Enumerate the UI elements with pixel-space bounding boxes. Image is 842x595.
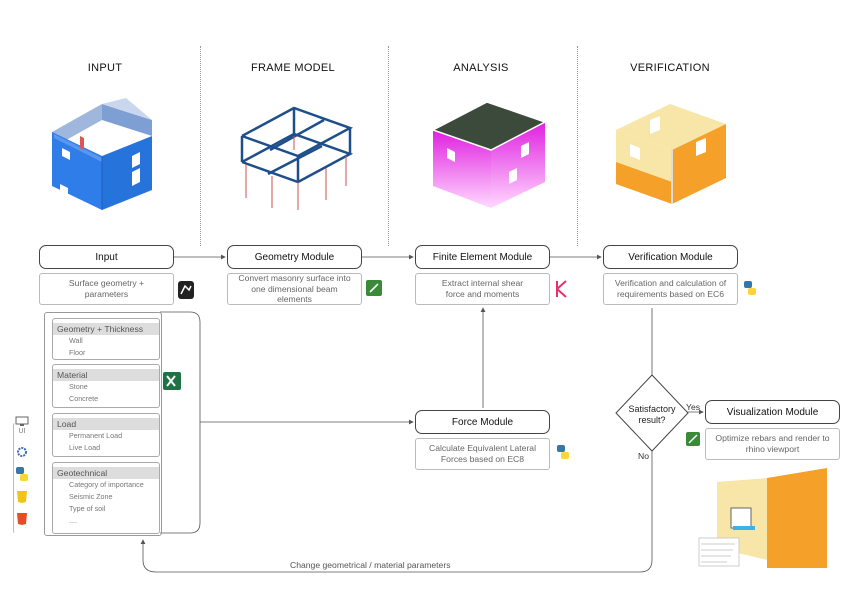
decision-yes-label: Yes: [686, 402, 701, 412]
category-material: Material Stone Concrete: [52, 364, 160, 408]
javascript-icon: [17, 491, 27, 503]
input-module-box: Input: [39, 245, 174, 269]
html5-icon: [17, 513, 27, 525]
fem-module-box: Finite Element Module: [415, 245, 550, 269]
gear-icon: [17, 447, 27, 457]
excel-icon: [163, 372, 181, 390]
monitor-ui-icon: UI: [14, 416, 30, 435]
python-icon: [744, 281, 756, 295]
python-icon: [16, 467, 28, 481]
phase-divider: [200, 46, 201, 246]
category-load: Load Permanent Load Live Load: [52, 413, 160, 457]
input-parameters-panel: [44, 312, 162, 536]
category-title: Load: [53, 418, 159, 430]
category-title: Material: [53, 369, 159, 381]
verification-model: [616, 104, 726, 204]
category-item: ....: [69, 516, 77, 525]
python-icon: [557, 445, 569, 459]
category-title: Geotechnical: [53, 467, 159, 479]
phase-analysis: ANALYSIS: [453, 62, 509, 74]
phase-input: INPUT: [87, 62, 123, 74]
input-description: Surface geometry +parameters: [39, 273, 174, 305]
fea-stress-model: [431, 101, 547, 208]
decision-diamond: [615, 374, 689, 452]
feedback-label: Change geometrical / material parameters: [290, 560, 451, 570]
frame-model-wireframe: [240, 106, 354, 210]
category-item: Seismic Zone: [69, 492, 113, 501]
category-title: Geometry + Thickness: [53, 323, 159, 335]
category-item: Live Load: [69, 443, 101, 452]
visualization-render: [697, 468, 829, 568]
category-geometry: Geometry + Thickness Wall Floor: [52, 318, 160, 360]
phase-verification: VERIFICATION: [630, 62, 710, 74]
category-item: Category of importance: [69, 480, 144, 489]
category-item: Type of soil: [69, 504, 106, 513]
category-item: Wall: [69, 336, 83, 345]
category-item: Permanent Load: [69, 431, 123, 440]
phase-frame-model: FRAME MODEL: [251, 62, 335, 74]
visualization-module-box: Visualization Module: [705, 400, 840, 424]
force-module-box: Force Module: [415, 410, 550, 434]
grasshopper-icon: [366, 280, 382, 296]
decision-no-label: No: [638, 451, 649, 461]
sidebar-brace: [13, 423, 18, 533]
phase-divider: [577, 46, 578, 246]
phase-divider: [388, 46, 389, 246]
geometry-module-box: Geometry Module: [227, 245, 362, 269]
masonry-building-model: [52, 98, 152, 210]
verification-module-box: Verification Module: [603, 245, 738, 269]
grasshopper-icon: [686, 432, 700, 446]
category-item: Concrete: [69, 394, 99, 403]
category-geotechnical: Geotechnical Category of importance Seis…: [52, 462, 160, 534]
karamba-icon: [556, 280, 567, 298]
category-item: Stone: [69, 382, 88, 391]
category-item: Floor: [69, 348, 86, 357]
rhino-icon: [178, 281, 194, 299]
